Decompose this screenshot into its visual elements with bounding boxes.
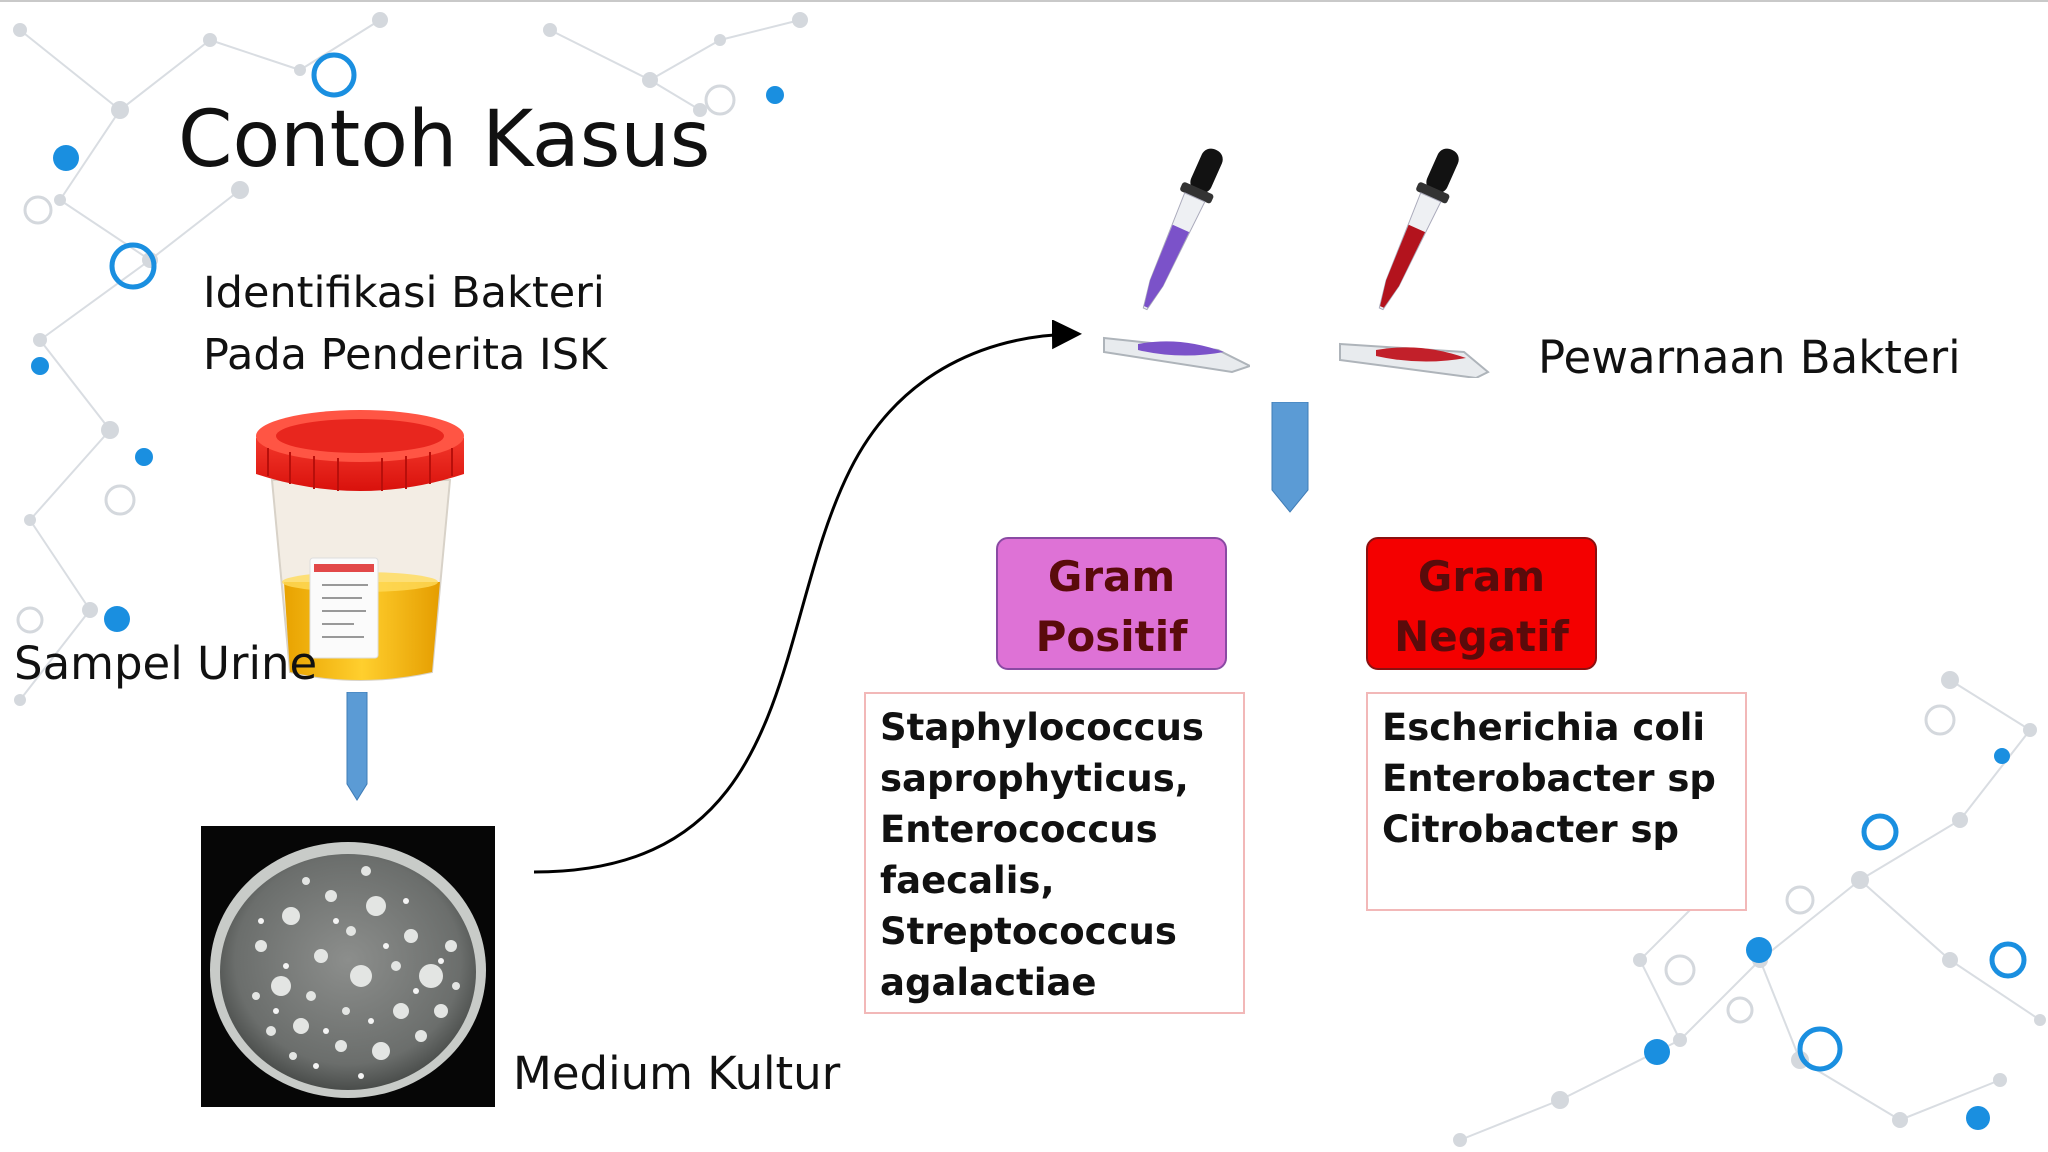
gram-negative-list: Escherichia coli Enterobacter sp Citroba…	[1366, 692, 1747, 911]
petri-dish-icon	[201, 826, 495, 1107]
list-item: agalactiae	[880, 961, 1097, 1004]
medium-kultur-label: Medium Kultur	[513, 1047, 841, 1100]
page-title: Contoh Kasus	[178, 95, 711, 185]
curved-arrow-icon	[533, 320, 1082, 874]
list-item: saprophyticus,	[880, 757, 1189, 800]
subtitle-line-2: Pada Penderita ISK	[203, 330, 608, 380]
list-item: Citrobacter sp	[1382, 808, 1679, 851]
list-item: Escherichia coli	[1382, 706, 1706, 749]
dropper-red-icon	[1339, 148, 1490, 378]
gram-positive-list: Staphylococcus saprophyticus, Enterococc…	[864, 692, 1245, 1014]
sample-urine-label: Sampel Urine	[14, 637, 318, 690]
gram-negative-title-line2: Negatif	[1394, 612, 1569, 661]
dropper-violet-icon	[1103, 148, 1250, 374]
gram-positive-title-line1: Gram	[1047, 552, 1176, 601]
gram-positive-title-line2: Positif	[1035, 612, 1188, 661]
subtitle-line-1: Identifikasi Bakteri	[203, 268, 605, 318]
subtitle: Identifikasi Bakteri Pada Penderita ISK	[203, 262, 607, 386]
down-arrow-icon	[346, 692, 368, 801]
list-item: Staphylococcus	[880, 706, 1204, 749]
down-arrow-icon	[1271, 402, 1309, 513]
gram-negative-box: Gram Negatif	[1366, 537, 1597, 670]
gram-negative-title-line1: Gram	[1417, 552, 1546, 601]
top-border	[0, 0, 2048, 2]
list-item: Enterococcus	[880, 808, 1158, 851]
staining-label: Pewarnaan Bakteri	[1538, 331, 1961, 384]
list-item: Streptococcus	[880, 910, 1177, 953]
list-item: Enterobacter sp	[1382, 757, 1716, 800]
gram-positive-box: Gram Positif	[996, 537, 1227, 670]
list-item: faecalis,	[880, 859, 1055, 902]
urine-cup-icon	[256, 410, 464, 681]
